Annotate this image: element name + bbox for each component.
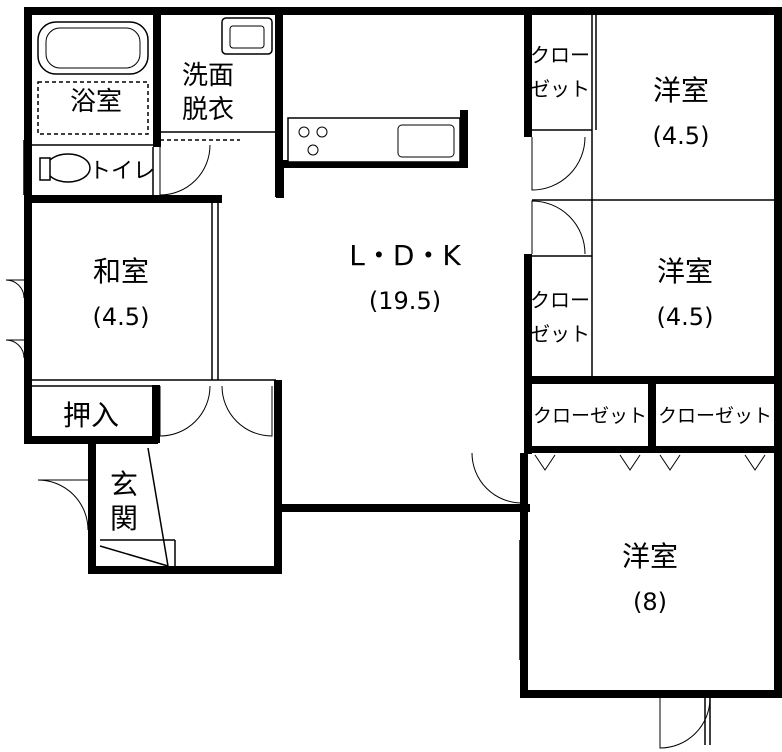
closet-label-4: クローゼット [658, 405, 772, 427]
door-swings [5, 136, 711, 749]
room-size-ldk: (19.5) [369, 287, 441, 315]
room-size-youshitsu-mid: (4.5) [657, 303, 714, 331]
closet-label-1b: ゼット [530, 77, 590, 101]
burner-icon [298, 126, 310, 138]
room-label-washitsu: 和室 [93, 255, 149, 288]
room-label-genkan-1: 玄 [110, 468, 138, 501]
room-label-genkan-2: 関 [110, 502, 138, 535]
room-label-bath: 浴室 [70, 87, 122, 117]
closet-fold-markers [534, 454, 766, 471]
room-size-youshitsu-top: (4.5) [653, 122, 710, 150]
room-size-youshitsu-big: (8) [633, 588, 667, 616]
walls [24, 7, 782, 698]
toilet-icon [45, 153, 91, 183]
partitions [23, 15, 774, 660]
room-label-youshitsu-big: 洋室 [622, 540, 678, 573]
closet-label-1a: クロー [530, 43, 590, 67]
bathtub-icon [37, 21, 149, 75]
room-label-youshitsu-top: 洋室 [653, 74, 709, 107]
sink-icon [397, 124, 455, 158]
room-label-toilet: トイレ [89, 159, 155, 184]
fixtures [37, 17, 461, 183]
closet-label-2b: ゼット [530, 322, 590, 346]
closet-label-2a: クロー [530, 288, 590, 312]
closet-label-3: クローゼット [533, 405, 647, 427]
burner-icon [316, 126, 328, 138]
room-labels: 浴室 洗面 脱衣 トイレ 和室 (4.5) 押入 玄 関 L・D・K (19.5… [63, 61, 713, 616]
room-label-youshitsu-mid: 洋室 [657, 255, 713, 288]
closet-labels: クロー ゼット クロー ゼット クローゼット クローゼット [530, 43, 772, 427]
room-label-wash-1: 洗面 [182, 61, 234, 91]
washbasin-icon [221, 17, 273, 55]
room-label-wash-2: 脱衣 [182, 95, 234, 125]
room-label-oshiire: 押入 [63, 399, 119, 432]
windows [180, 9, 777, 571]
room-size-washitsu: (4.5) [93, 303, 150, 331]
room-label-ldk: L・D・K [349, 239, 461, 272]
burner-icon [307, 144, 319, 156]
